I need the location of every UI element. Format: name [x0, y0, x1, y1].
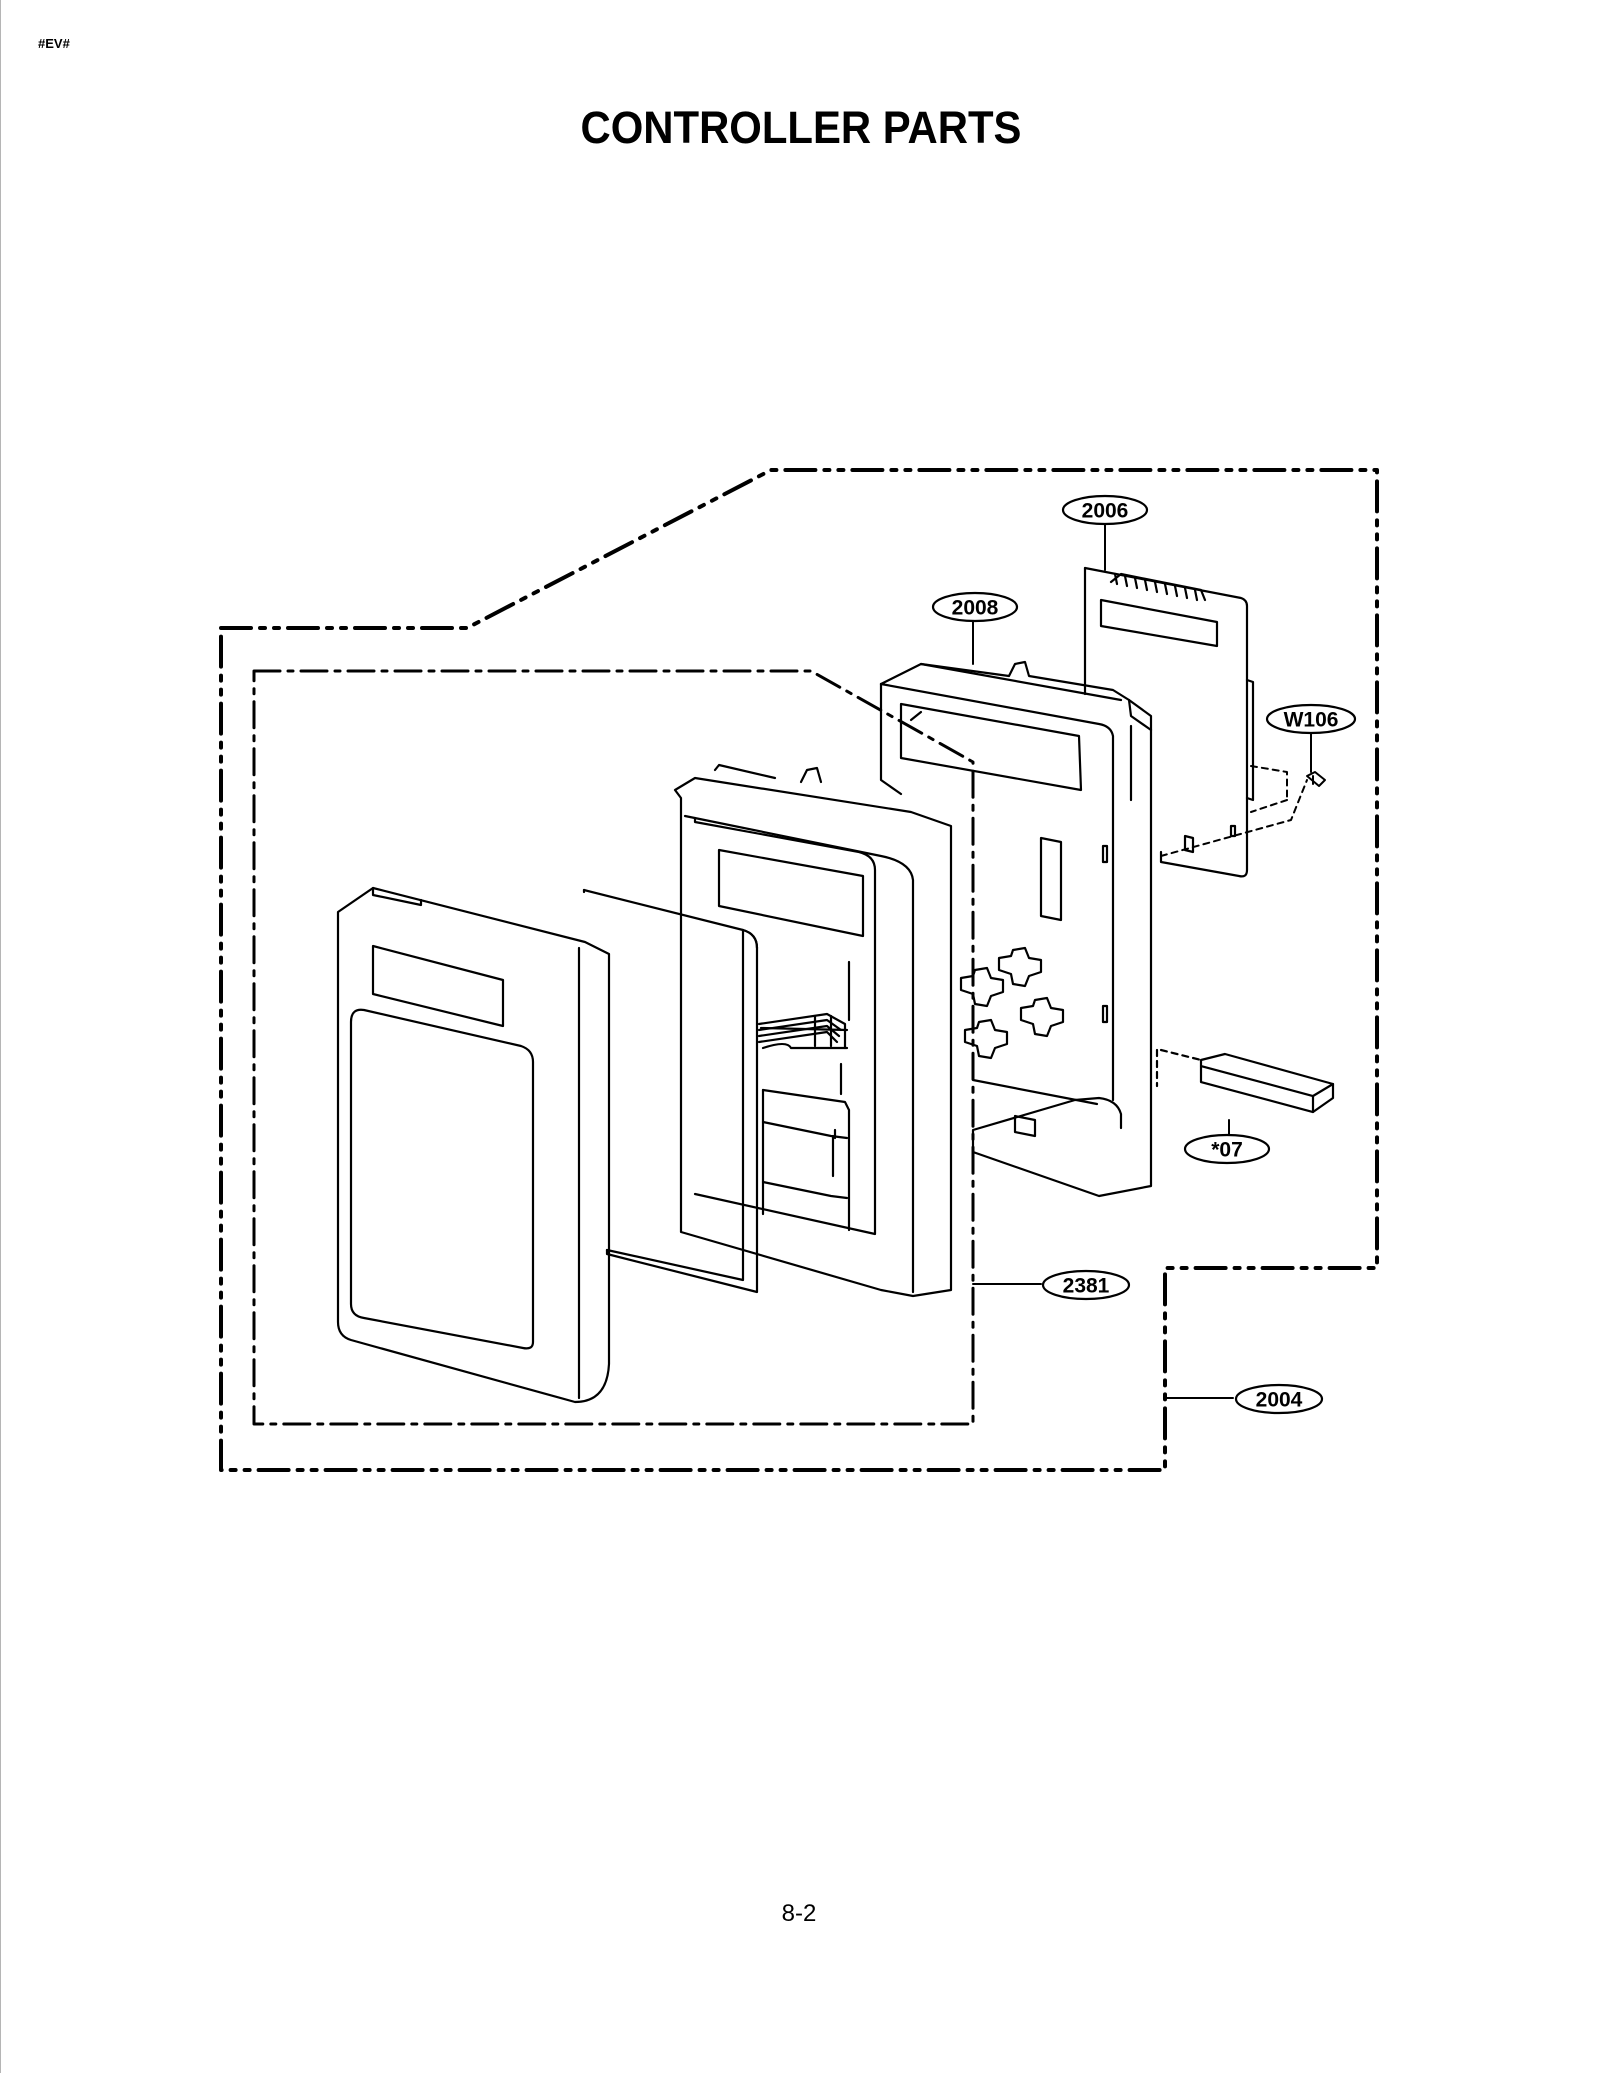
callout-ellipses: [931, 494, 1357, 1415]
callout-2381-ellipse: [1041, 1269, 1131, 1301]
callout-2006: 2006: [1082, 500, 1129, 523]
assembly-boundary-2381: [252, 669, 975, 1426]
callout-2004: 2004: [1256, 1389, 1303, 1412]
assembly-boundary-2004: [219, 468, 1379, 1472]
page-tag: #EV#: [38, 36, 70, 51]
callout-2006-ellipse: [1061, 494, 1149, 526]
pcb-housing-2008: [879, 660, 1153, 1198]
callout-2004-ellipse: [1234, 1383, 1324, 1415]
callout-07-ellipse: [1183, 1133, 1271, 1165]
leader-lines: [972, 521, 1312, 1399]
screw-w106: [1160, 765, 1326, 857]
callout-w106-ellipse: [1265, 703, 1357, 735]
front-door-panel: [336, 886, 611, 1404]
page-number: 8-2: [781, 1900, 817, 1927]
callout-w106: W106: [1284, 709, 1339, 732]
page-title: CONTROLLER PARTS: [580, 102, 1022, 153]
insulating-sheet: [582, 888, 759, 1294]
callout-2008-ellipse: [931, 591, 1019, 623]
callout-07: *07: [1211, 1139, 1243, 1162]
part-07-pad: [1155, 1048, 1335, 1114]
controller-frame: [673, 763, 953, 1298]
pcb-2006: [1083, 566, 1255, 878]
callout-2008: 2008: [952, 597, 999, 620]
callout-2381: 2381: [1063, 1275, 1110, 1298]
